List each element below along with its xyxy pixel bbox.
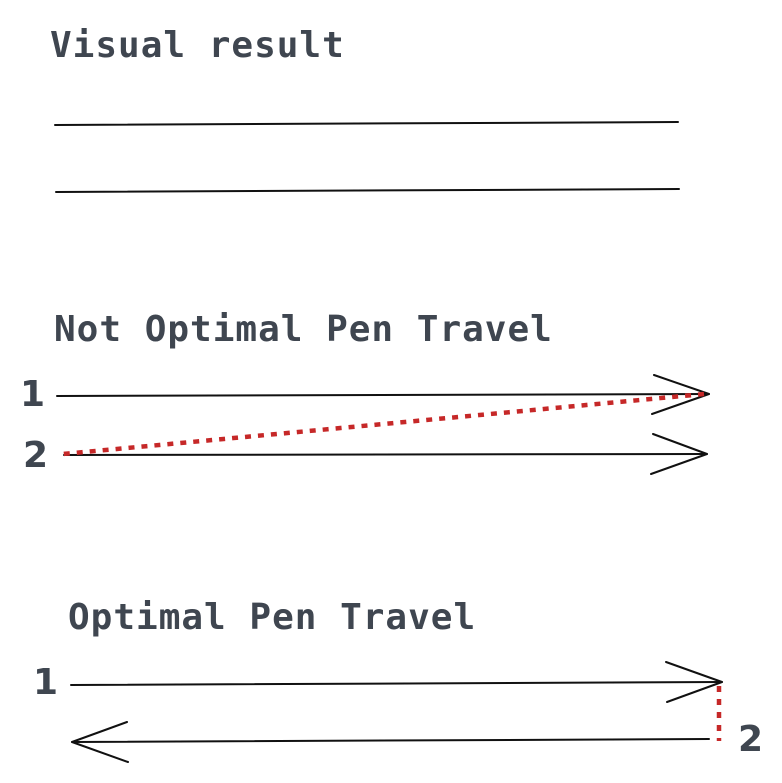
optimal-stroke-1-arrowhead — [665, 661, 723, 703]
result-line-1 — [54, 121, 679, 126]
not-optimal-section: Not Optimal Pen Travel 1 2 — [20, 309, 710, 476]
optimal-stroke-1-label: 1 — [33, 662, 58, 703]
optimal-stroke-2-label: 2 — [738, 719, 763, 760]
visual-result-section: Visual result — [50, 25, 680, 193]
optimal-heading: Optimal Pen Travel — [68, 597, 476, 638]
not-optimal-stroke-1-label: 1 — [20, 374, 45, 415]
not-optimal-stroke-2-arrowhead — [650, 433, 708, 475]
not-optimal-heading: Not Optimal Pen Travel — [54, 309, 553, 350]
not-optimal-stroke-1-arrowhead — [651, 374, 710, 415]
not-optimal-stroke-1-line — [56, 393, 710, 397]
visual-result-heading: Visual result — [50, 25, 345, 66]
optimal-section: Optimal Pen Travel 1 2 — [33, 597, 763, 763]
optimal-stroke-1-line — [70, 681, 723, 686]
not-optimal-stroke-2-line — [63, 453, 708, 456]
result-line-2 — [55, 188, 680, 193]
optimal-stroke-2-arrowhead — [71, 721, 129, 763]
optimal-stroke-2-line — [71, 738, 710, 743]
not-optimal-travel-path — [62, 391, 705, 457]
not-optimal-stroke-2-label: 2 — [23, 435, 48, 476]
